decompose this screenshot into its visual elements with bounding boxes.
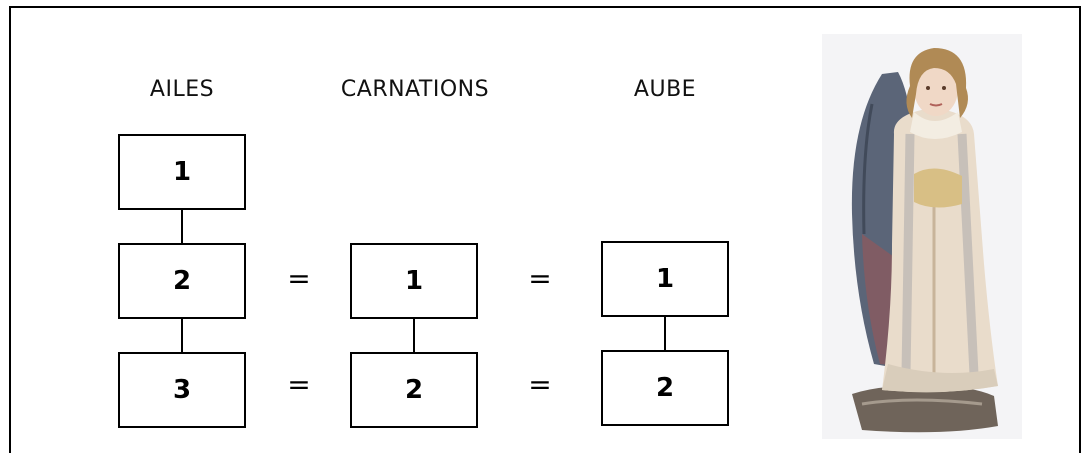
heading-ailes: AILES: [149, 77, 215, 102]
carnations-connector: [413, 319, 415, 352]
aube-connector: [664, 317, 666, 350]
equals-sign: =: [528, 368, 552, 401]
ailes-connector-1: [181, 210, 183, 243]
ailes-connector-2: [181, 319, 183, 352]
angel-statue-photo: [822, 34, 1022, 439]
carnations-box-1: 1: [350, 243, 478, 319]
carnations-box-2: 2: [350, 352, 478, 428]
ailes-box-3: 3: [118, 352, 246, 428]
equals-sign: =: [287, 368, 311, 401]
aube-box-2: 2: [601, 350, 729, 426]
ailes-box-2: 2: [118, 243, 246, 319]
equals-sign: =: [528, 262, 552, 295]
ailes-box-1: 1: [118, 134, 246, 210]
heading-carnations: CARNATIONS: [340, 77, 490, 102]
equals-sign: =: [287, 262, 311, 295]
slide-frame: [9, 6, 1081, 453]
heading-aube: AUBE: [633, 77, 697, 102]
aube-box-1: 1: [601, 241, 729, 317]
